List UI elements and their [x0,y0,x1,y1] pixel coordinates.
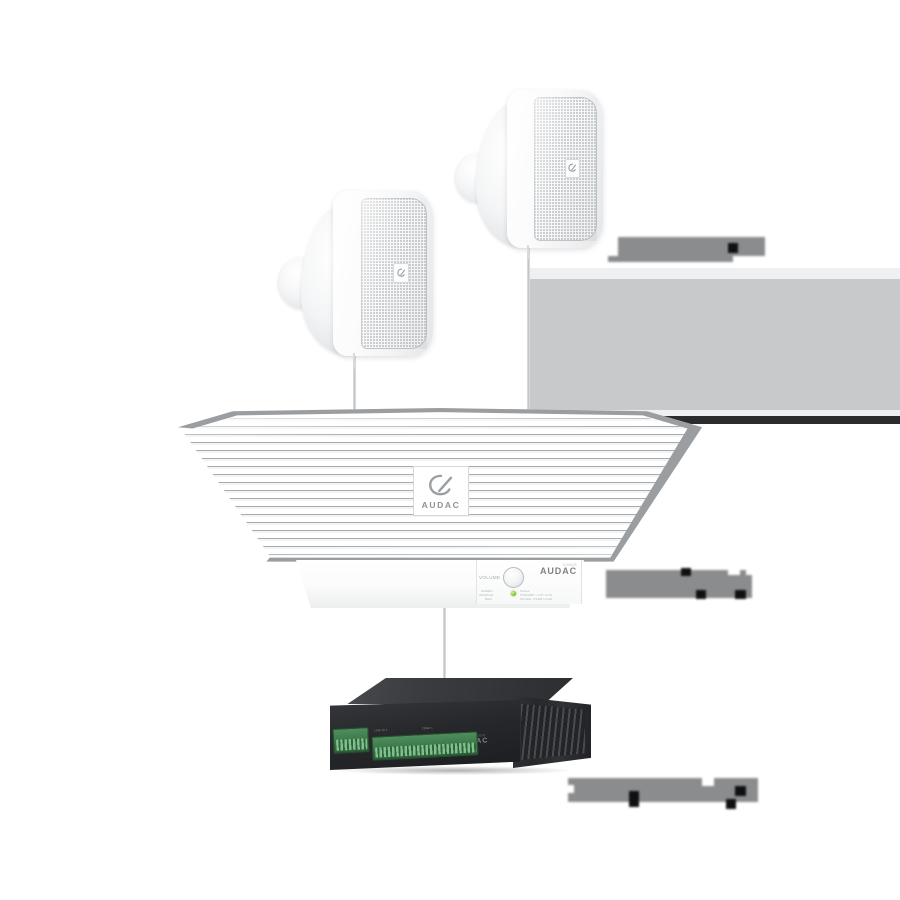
speaker-brand-badge [393,263,409,283]
label-blur-light [728,568,740,575]
status-legend-signal: SIGNAL OVER LOAD [520,597,553,601]
label-blur-bar [568,778,758,802]
artifact-light-band [528,268,900,279]
amplifier-front-panel: AMPLIFIER AUDAC LINE IN 1 ZONE 1 [330,700,520,770]
power-terminal-block[interactable] [332,727,370,754]
artifact-light-band-lower [528,410,900,416]
wire-right-speaker [527,248,530,420]
audac-swirl-icon [568,163,577,172]
led-legend-red: RED [485,597,492,601]
label-blur-bar [618,237,765,256]
amplifier-heatsink-fins [521,704,585,760]
speaker-cabinet [507,90,603,248]
audac-swirl-icon [429,474,453,495]
panel-brand: SONUS AUDAC [540,563,577,576]
speaker-cabinet [333,191,433,356]
volume-knob[interactable] [503,567,524,588]
wall-speaker-left[interactable] [275,185,470,390]
panel-brand-large: AUDAC [540,566,577,576]
label-blur-light [702,778,714,786]
status-led [511,591,516,596]
output-terminal-pins [374,742,476,758]
output-terminal-block[interactable] [371,731,479,761]
status-legend-standby: STANDBY / INT CLIP [520,593,553,597]
label-blur-dark [728,243,738,253]
main-speaker-brand-badge: AUDAC [413,466,469,516]
label-amplifier [566,778,758,809]
wire-amplifier [443,600,446,686]
led-legend-green: GREEN [481,589,493,593]
label-blur-dark [681,568,691,576]
label-blur-dark [696,590,706,599]
label-blur-bar [608,256,733,262]
panel-brand-small: SONUS [562,563,577,567]
label-blur-light [746,568,755,575]
power-terminal-pins [335,738,367,751]
label-blur-bar [606,570,752,598]
main-speaker-brand-text: AUDAC [421,499,461,510]
label-main-speaker [598,568,758,602]
terminal-label-row: LINE IN 1 [373,728,388,733]
wire-left-speaker [353,352,356,420]
label-blur-dark [629,791,639,807]
artifact-grey-block [528,279,900,410]
label-blur-dark [735,590,746,599]
label-speakers [608,237,784,265]
speaker-cable [527,245,529,259]
amplifier-shadow [337,766,572,775]
status-legend-title: Status [520,589,530,593]
speaker-brand-badge [565,159,580,178]
label-blur-dark [735,786,746,796]
audac-swirl-icon [396,268,405,277]
terminal-label-row-2: ZONE 1 [421,726,433,731]
volume-label: VOLUME [479,575,501,580]
amplifier[interactable]: AMPLIFIER AUDAC LINE IN 1 ZONE 1 [315,678,591,783]
label-blur-light [566,785,574,793]
label-blur-dark [726,799,736,809]
main-speaker-control-panel[interactable]: VOLUME SONUS AUDAC GREEN ORANGE RED Stat… [476,560,582,604]
main-speaker[interactable]: AUDAC VOLUME SONUS AUDAC GREEN ORANGE RE… [160,408,720,613]
led-legend-orange: ORANGE [479,593,494,597]
wall-speaker-right[interactable] [452,85,637,280]
artifact-dark-band [662,416,900,424]
speaker-cable [353,353,355,369]
